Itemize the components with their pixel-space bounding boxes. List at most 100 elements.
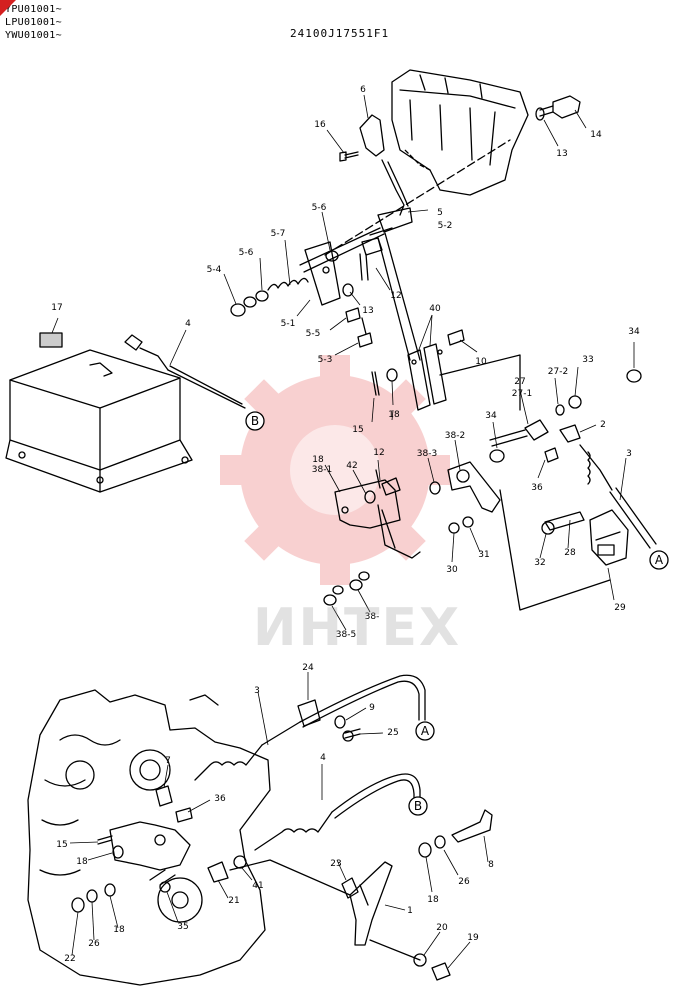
callout-38-5: 38-5 xyxy=(336,630,356,640)
bolt-36-bottom xyxy=(175,807,193,823)
callout-34: 34 xyxy=(628,327,640,337)
callout-21: 21 xyxy=(228,896,239,906)
frame-line-2 xyxy=(499,489,611,611)
bolt-14-head xyxy=(552,95,581,119)
bolt-35 xyxy=(159,881,171,893)
callout-33: 33 xyxy=(582,355,593,365)
engine-block-top xyxy=(391,69,529,196)
callout-29: 29 xyxy=(614,603,626,613)
connector-b-top-icon: B xyxy=(245,411,265,431)
watermark-text: ИНТЕХ xyxy=(253,598,462,658)
rod-40a xyxy=(407,349,431,411)
callout-18d: 18 xyxy=(113,925,125,935)
callout-16: 16 xyxy=(314,120,326,130)
callout-23: 23 xyxy=(330,859,341,869)
nut-5-4 xyxy=(230,303,246,317)
callout-18: 18 xyxy=(388,410,400,420)
connector-a-bottom-icon: A xyxy=(415,721,435,741)
callout-13: 13 xyxy=(556,149,567,159)
link-28 xyxy=(544,511,585,531)
callout-27: 27 xyxy=(514,377,525,387)
bolt-12-mid xyxy=(381,477,401,496)
callout-18b: 18 xyxy=(312,455,324,465)
callout-5-1: 5-1 xyxy=(281,319,296,329)
washer-18d xyxy=(112,845,124,859)
callout-1: 1 xyxy=(407,906,413,916)
cable-4-wire xyxy=(167,369,246,409)
washer-20 xyxy=(413,953,427,967)
engine-block-bottom xyxy=(27,689,271,986)
spring-5-7 xyxy=(267,277,309,291)
nut-41 xyxy=(233,855,247,869)
bracket-27 xyxy=(524,419,549,441)
pin-15 xyxy=(371,371,380,396)
shaft-5 xyxy=(299,227,381,266)
bolt-30 xyxy=(448,522,460,534)
bolt-36 xyxy=(544,447,559,463)
nut-38-5a xyxy=(323,594,337,606)
callout-5: 5 xyxy=(437,208,443,218)
callout-24: 24 xyxy=(302,663,314,673)
nut-34b xyxy=(626,369,642,383)
callout-5-4: 5-4 xyxy=(207,265,222,275)
nut-32 xyxy=(541,521,555,535)
leader-lines xyxy=(51,94,635,969)
callout-13b: 13 xyxy=(362,306,373,316)
callout-17: 17 xyxy=(51,303,62,313)
document-code: 24100J17551F1 xyxy=(290,27,390,40)
lever-rod xyxy=(381,159,405,216)
callout-12b: 12 xyxy=(373,448,384,458)
serial-line-3: YWU01001~ xyxy=(5,30,62,41)
callout-32: 32 xyxy=(534,558,545,568)
callout-42: 42 xyxy=(346,461,357,471)
callout-25: 25 xyxy=(387,728,398,738)
callout-38-3: 38-3 xyxy=(417,449,437,459)
callout-19: 19 xyxy=(467,933,479,943)
bolt-16 xyxy=(339,151,359,162)
svg-text:B: B xyxy=(414,799,422,813)
cable-3-run xyxy=(299,674,426,723)
bolt-19 xyxy=(431,962,451,981)
washer-9 xyxy=(334,715,346,729)
cable-4-end xyxy=(124,334,143,351)
bolt-5-3 xyxy=(357,332,373,348)
plate-17 xyxy=(39,332,63,348)
callout-14: 14 xyxy=(590,130,602,140)
rod-40b xyxy=(423,343,447,405)
callout-20: 20 xyxy=(436,923,448,933)
cable-4-bottom xyxy=(254,811,333,851)
callout-10: 10 xyxy=(475,357,487,367)
bracket-24 xyxy=(297,699,321,727)
link-line-1 xyxy=(384,232,421,361)
bolt-8 xyxy=(451,809,493,843)
svg-text:B: B xyxy=(251,414,259,428)
pin-15-bottom xyxy=(97,835,113,845)
callout-36: 36 xyxy=(531,483,543,493)
centerline-top xyxy=(324,139,511,256)
callout-6: 6 xyxy=(360,85,366,95)
washer-18 xyxy=(386,368,398,382)
callout-5-3: 5-3 xyxy=(318,355,333,365)
serial-line-2: LPU01001~ xyxy=(5,17,62,28)
callout-31: 31 xyxy=(478,550,489,560)
callout-38-1: 38-1 xyxy=(312,465,332,475)
callout-4: 4 xyxy=(185,319,191,329)
callout-40: 40 xyxy=(429,304,441,314)
controller-box xyxy=(5,349,193,493)
plate-5-1 xyxy=(304,241,341,306)
washer-18e xyxy=(104,883,116,897)
bolt-12-head xyxy=(361,237,383,256)
callout-5-6: 5-6 xyxy=(312,203,327,213)
joint-21 xyxy=(207,861,229,883)
washer-18c xyxy=(418,842,432,858)
lever-38-2 xyxy=(447,461,501,513)
callout-26b: 26 xyxy=(458,877,470,887)
svg-text:A: A xyxy=(421,724,430,738)
callout-8: 8 xyxy=(488,860,494,870)
callout-27-1: 27-1 xyxy=(512,389,532,399)
connector-a-top-icon: A xyxy=(649,550,669,570)
callout-5-5: 5-5 xyxy=(306,329,321,339)
serial-line-1: YPU01001~ xyxy=(5,4,62,15)
bolt-10 xyxy=(447,329,465,346)
